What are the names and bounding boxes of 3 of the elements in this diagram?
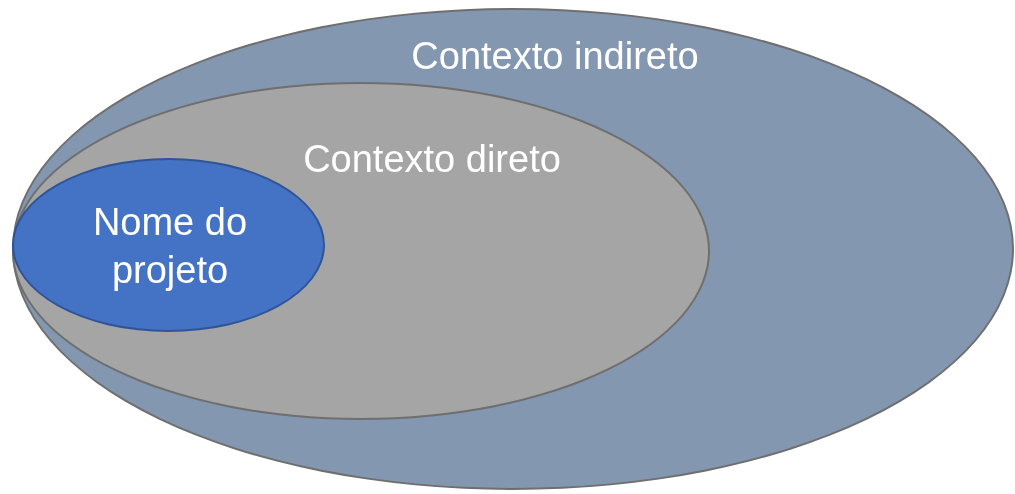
ellipse-label: Nome do projeto <box>91 199 249 293</box>
ellipse-label: Contexto direto <box>302 137 562 183</box>
ellipse-label: Contexto indireto <box>410 34 700 80</box>
